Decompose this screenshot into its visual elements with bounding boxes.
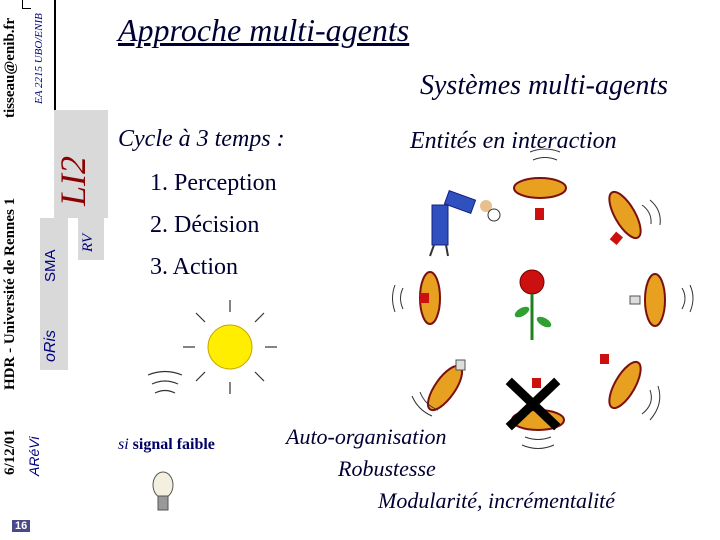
outcome-self-organisation: Auto-organisation [286,424,447,449]
entity-ellipse-top [513,177,567,220]
outcome-robustness: Robustesse [338,456,436,481]
sidebar-lab-bg [32,0,54,110]
lightbulb-icon [152,471,174,511]
sidebar-oris-bg [40,290,68,370]
sidebar-sma-bg [40,218,68,290]
sidebar-li2-bg [54,110,108,218]
slide-subtitle: Systèmes multi-agents [420,70,669,101]
entity-ellipse-upper-right [608,190,642,246]
step-perception: 1. Perception [150,170,277,196]
rose-icon [514,269,552,340]
entity-ellipse-left [419,271,441,325]
step-decision: 2. Décision [150,212,260,238]
sidebar-strip [0,0,22,540]
slide-title: Approche multi-agents [118,12,410,48]
detective-icon [429,189,501,257]
entity-ellipse-lower-right [600,354,642,410]
signal-label: si signal faible [118,436,215,454]
sidebar-divider [54,0,56,110]
step-action: 3. Action [150,254,238,280]
interaction-waves-icon [392,148,694,449]
page-number: 16 [12,520,31,532]
top-corner-mark [22,0,31,9]
signal-prefix: si [118,436,129,453]
cycle-label: Cycle à 3 temps : [118,126,285,152]
entity-ellipse-lower-left [426,359,466,412]
sidebar-rv-bg [78,218,104,260]
outcome-modularity: Modularité, incrémentalité [378,488,616,513]
signal-waves-icon [147,370,183,394]
entity-ellipse-right [629,273,666,327]
entities-label: Entités en interaction [410,128,617,154]
failure-cross-icon [505,377,561,431]
sun-icon [183,300,277,394]
signal-text: signal faible [132,436,215,453]
